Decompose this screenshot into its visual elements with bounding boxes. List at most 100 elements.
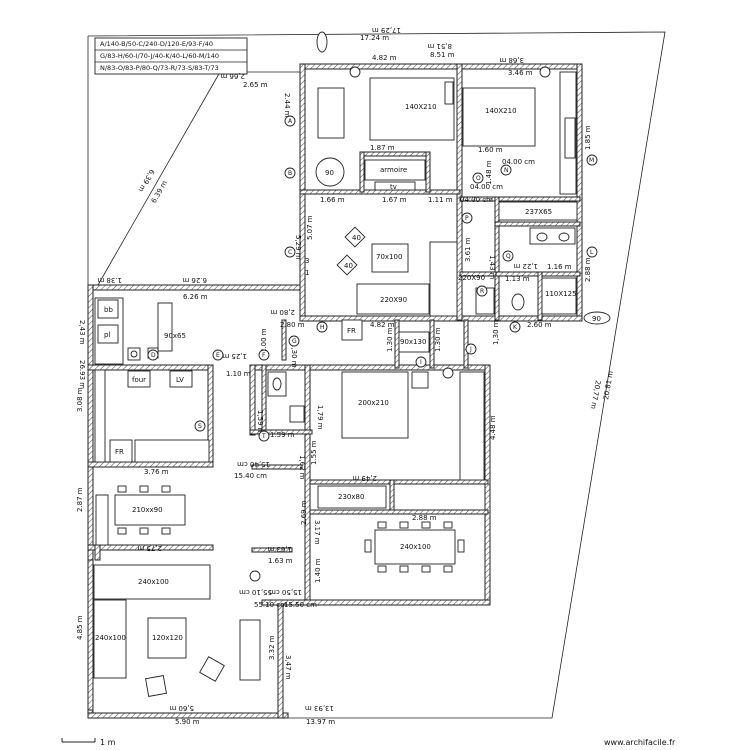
svg-text:H: H bbox=[320, 324, 325, 331]
dim-260: 2.60 m bbox=[527, 321, 552, 329]
dim-448: 4.48 m bbox=[489, 415, 497, 440]
dim-top-outer: 17.24 m bbox=[360, 34, 389, 42]
lv-label: LV bbox=[176, 376, 184, 384]
dim-317: 3.17 m bbox=[313, 520, 321, 545]
dim-5510b: 55,10 cm bbox=[239, 588, 272, 596]
bed-1-label: 140X210 bbox=[405, 103, 437, 111]
dim-159b: 1,59 m bbox=[256, 410, 264, 435]
fridge-2-label: FR bbox=[347, 327, 356, 335]
svg-text:L: L bbox=[590, 249, 594, 256]
door-markers: A B C D E F G H I J K L M N O P Q R S T bbox=[147, 115, 598, 442]
dim-167: 1.67 m bbox=[382, 196, 407, 204]
dim-1: 1 bbox=[305, 269, 309, 277]
dim-485: 4.85 m bbox=[76, 615, 84, 640]
dim-376: 3.76 m bbox=[144, 468, 169, 476]
plot-diagonal bbox=[97, 71, 221, 286]
svg-text:S: S bbox=[198, 423, 202, 430]
legend-line-2: G/83-H/60-I/70-J/40-K/40-L/60-M/140 bbox=[100, 52, 219, 60]
furniture: 140X210 140X210 armoire tv 90 237X65 40 … bbox=[93, 71, 611, 697]
marker-g: G bbox=[288, 335, 300, 347]
dim-2077: 20,77 m bbox=[589, 380, 602, 410]
dim-diag-a-mirror: 2,66 m bbox=[220, 72, 245, 80]
walls bbox=[87, 63, 583, 719]
dim-113: 1.13 m bbox=[505, 275, 530, 283]
dim-130c: 1,30 m bbox=[492, 320, 500, 345]
svg-text:F: F bbox=[262, 352, 266, 359]
pl-label: pl bbox=[104, 331, 110, 339]
table-240a-label: 240x100 bbox=[400, 543, 431, 551]
scale-bar: 1 m bbox=[61, 738, 116, 747]
table-70-label: 70x100 bbox=[376, 253, 402, 261]
shelf-label: 237X65 bbox=[525, 208, 552, 216]
dim-1393: 13,93 m bbox=[305, 704, 334, 712]
dim-159: 1.59 m bbox=[270, 431, 295, 439]
dim-626: 6.26 m bbox=[183, 293, 208, 301]
fridge-1-label: FR bbox=[115, 448, 124, 456]
dim-163: 1.63 m bbox=[268, 557, 293, 565]
box-90-label: 90 bbox=[592, 315, 601, 323]
marker-l: L bbox=[586, 246, 598, 258]
svg-text:O: O bbox=[476, 175, 481, 182]
dim-top-inner-mirror: 8,51 m bbox=[427, 42, 452, 50]
svg-text:D: D bbox=[151, 352, 156, 359]
dim-122: 1,22 m bbox=[513, 262, 538, 270]
dim-200: 2.00 m bbox=[260, 328, 268, 353]
dim-143: 1,43 m bbox=[488, 255, 496, 280]
table-120-label: 120x120 bbox=[152, 634, 183, 642]
legend-box: A/140-B/50-C/240-D/120-E/93-F/40 G/83-H/… bbox=[94, 37, 248, 75]
dim-1540b: 15,40 cm bbox=[237, 460, 270, 468]
dim-3: 3 bbox=[305, 257, 309, 265]
marker-m: M bbox=[586, 154, 598, 166]
dim-140: 1.40 m bbox=[314, 558, 322, 583]
dim-5510: 55.10 cm bbox=[254, 601, 287, 609]
marker-j: J bbox=[465, 343, 477, 355]
dim-590: 5.90 m bbox=[175, 718, 200, 726]
fixture-markers bbox=[249, 31, 551, 582]
svg-text:A: A bbox=[288, 118, 293, 125]
svg-text:K: K bbox=[513, 324, 518, 331]
dim-right-rooms: 3.46 m bbox=[508, 69, 533, 77]
marker-p: P bbox=[461, 212, 473, 224]
marker-i: I bbox=[415, 356, 427, 368]
dim-332: 3.32 m bbox=[268, 635, 276, 660]
svg-text:R: R bbox=[480, 288, 484, 295]
svg-text:I: I bbox=[420, 359, 422, 366]
dim-04: 04.00 cm bbox=[502, 158, 535, 166]
marker-n: N bbox=[500, 164, 512, 176]
legend-line-1: A/140-B/50-C/240-D/120-E/93-F/40 bbox=[100, 40, 213, 48]
bed-200-label: 200x210 bbox=[358, 399, 389, 407]
scale-label: 1 m bbox=[100, 738, 116, 747]
dim-1550: 15.50 cm bbox=[284, 601, 317, 609]
dim-287: 2.87 m bbox=[76, 487, 84, 512]
svg-text:M: M bbox=[589, 157, 594, 164]
box-40b-label: 40 bbox=[344, 262, 353, 270]
dim-04b: 04.00 cm bbox=[470, 183, 503, 191]
dim-482: 4.82 m bbox=[370, 321, 395, 329]
svg-text:E: E bbox=[216, 352, 220, 359]
dim-125: 1,25 m bbox=[222, 352, 247, 360]
marker-a: A bbox=[284, 115, 296, 127]
marker-f: F bbox=[258, 349, 270, 361]
svg-text:C: C bbox=[288, 249, 292, 256]
dim-top-outer-mirror: 17,29 m bbox=[372, 26, 401, 34]
dim-1397: 13.97 m bbox=[306, 718, 335, 726]
dim-130b: 1.30 m bbox=[434, 327, 442, 352]
dim-148: 1.48 m bbox=[485, 160, 493, 185]
svg-text:Q: Q bbox=[506, 253, 511, 260]
armoire-label: armoire bbox=[380, 166, 407, 174]
dim-269: 2.69 m bbox=[300, 500, 308, 525]
box-90-130-label: 90x130 bbox=[400, 338, 426, 346]
svg-text:G: G bbox=[292, 338, 297, 345]
marker-o: O bbox=[472, 172, 484, 184]
dim-280: 2.80 m bbox=[280, 321, 305, 329]
four-label: four bbox=[132, 376, 146, 384]
marker-q: Q bbox=[502, 250, 514, 262]
dim-2693: 26.93 m bbox=[78, 360, 86, 389]
dim-347: 3,47 m bbox=[284, 655, 292, 680]
tv-label: tv bbox=[390, 183, 397, 191]
dim-560: 5,60 m bbox=[169, 704, 194, 712]
svg-text:P: P bbox=[465, 215, 469, 222]
dim-left-rooms: 4.82 m bbox=[372, 54, 397, 62]
dim-111: 1.11 m bbox=[428, 196, 453, 204]
